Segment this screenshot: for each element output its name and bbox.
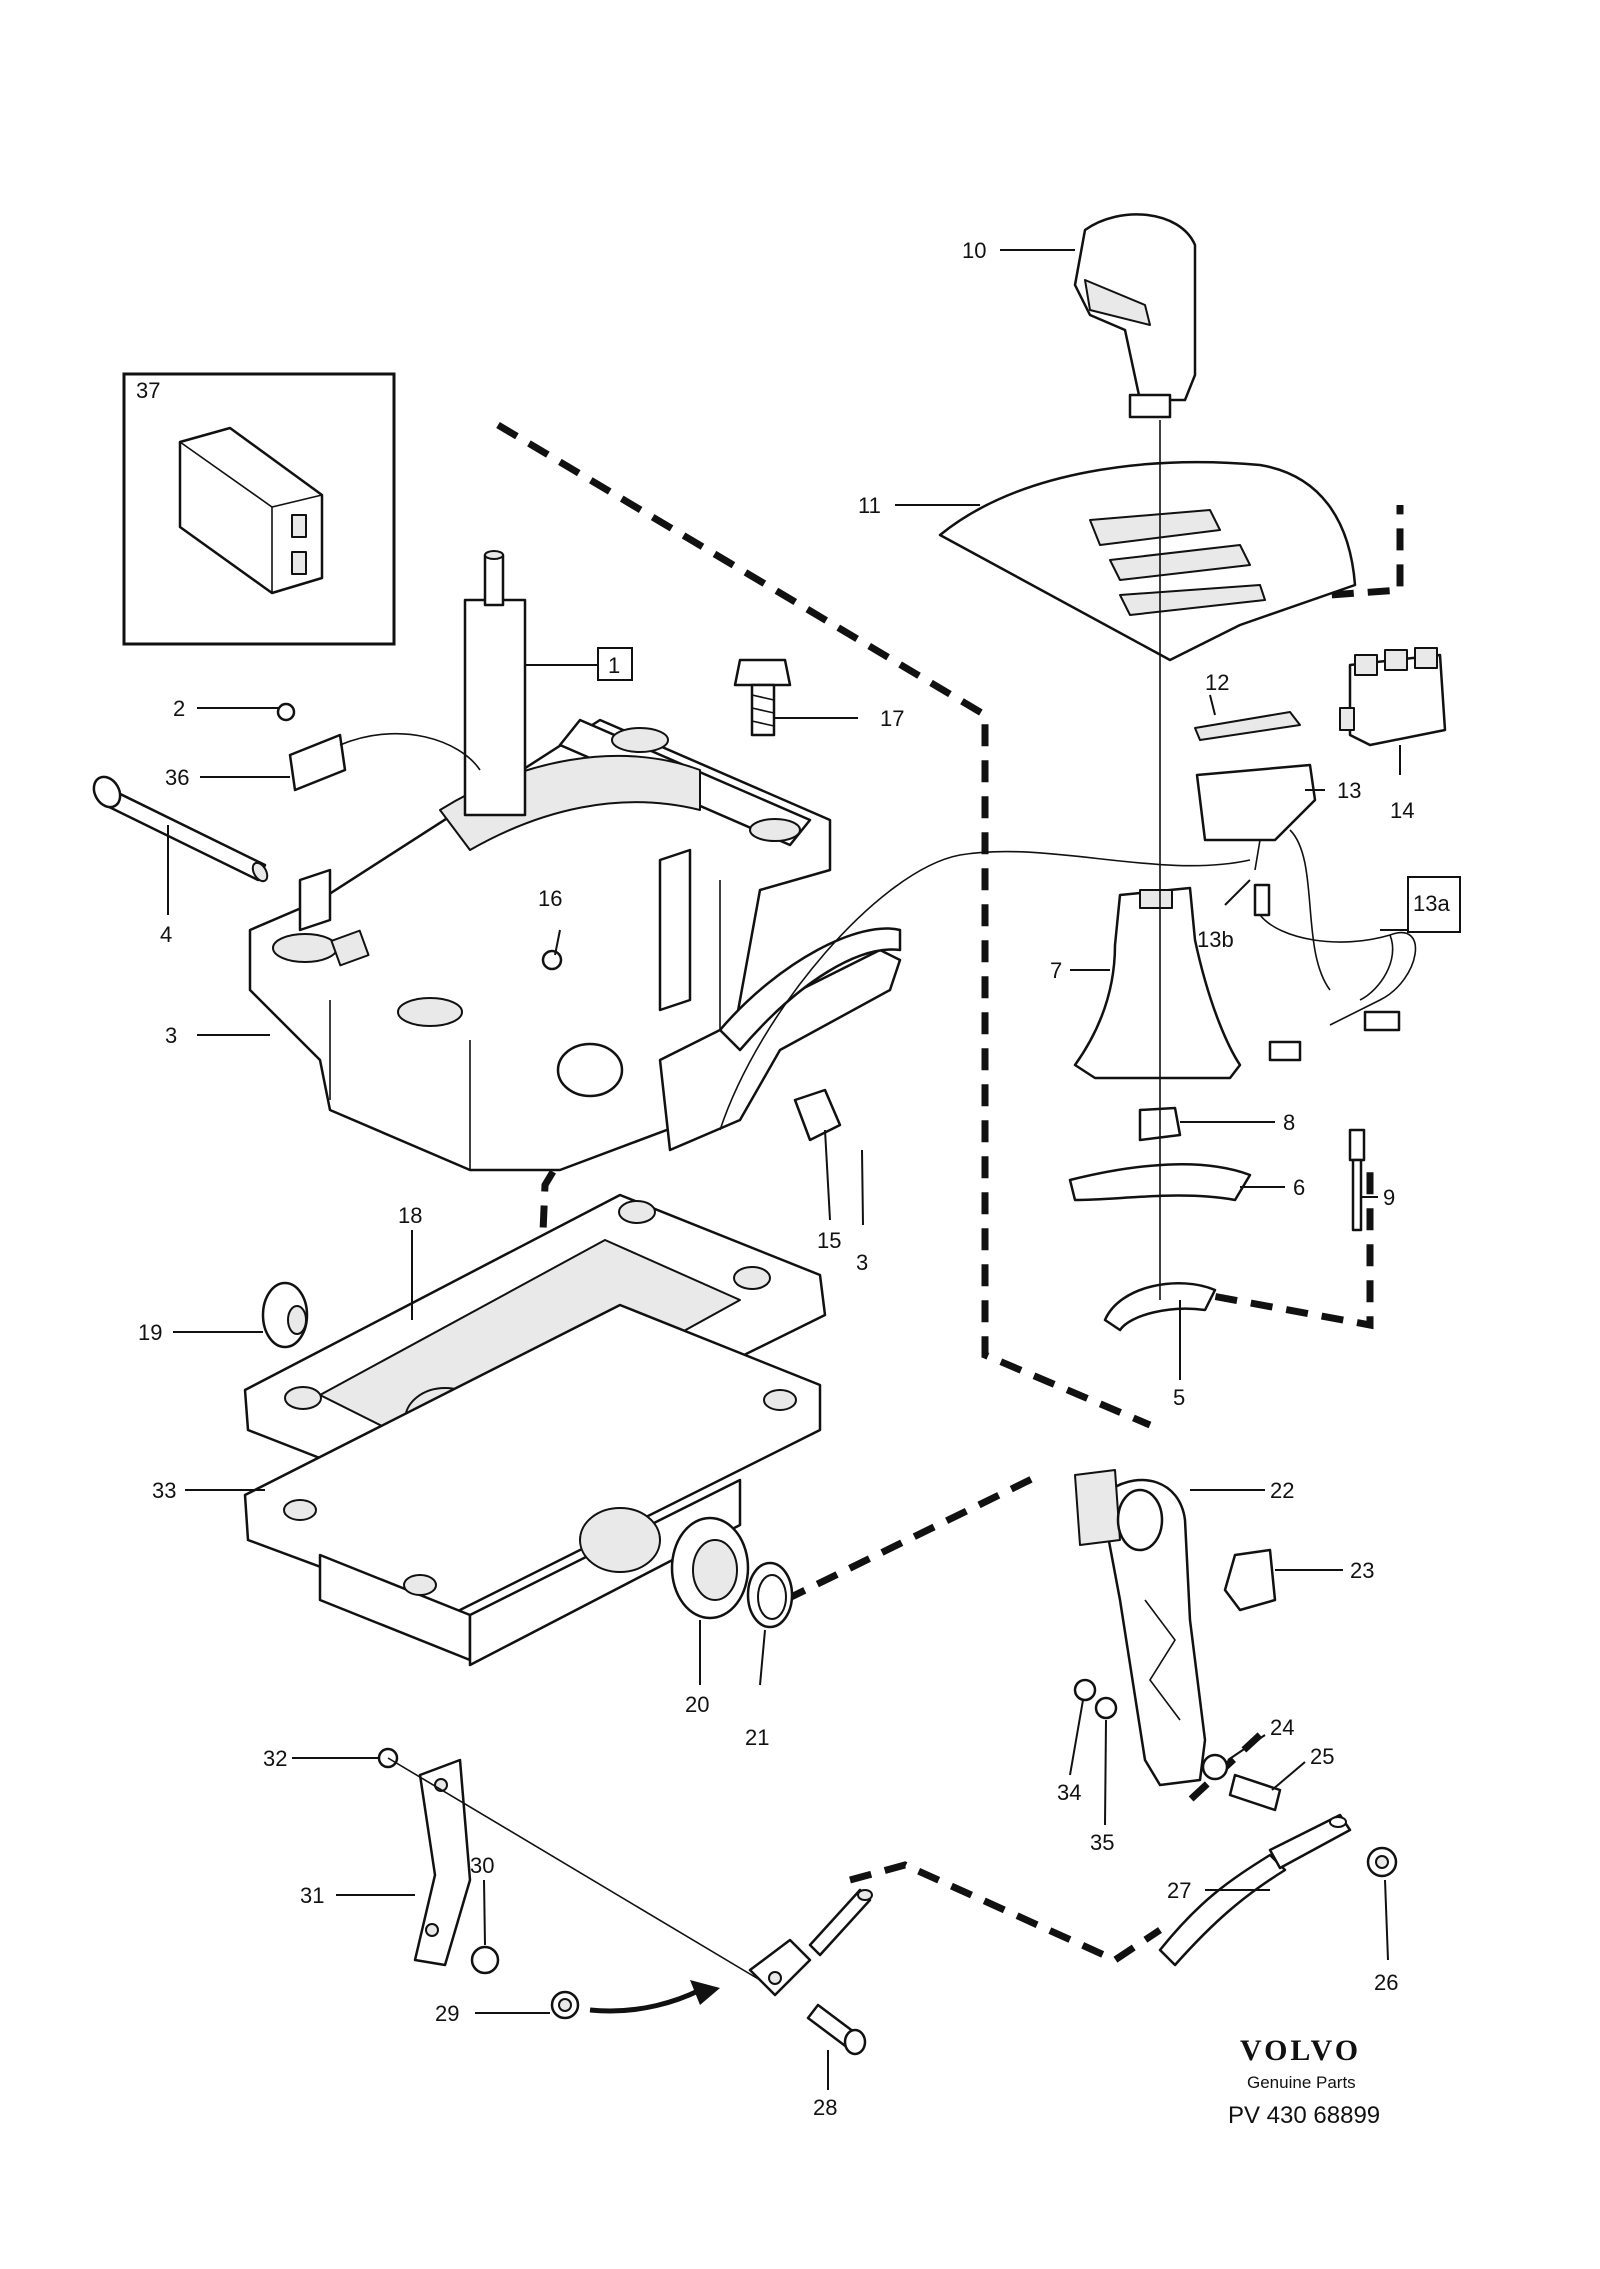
label-25: 25 xyxy=(1310,1744,1334,1769)
label-23: 23 xyxy=(1350,1558,1374,1583)
part-37-module-box xyxy=(122,372,396,646)
label-34: 34 xyxy=(1057,1780,1081,1805)
label-7: 7 xyxy=(1050,958,1062,983)
part-25-pin xyxy=(1228,1773,1282,1812)
part-20-ring xyxy=(670,1516,750,1620)
leader-lines xyxy=(167,249,1408,2090)
part-12-strip xyxy=(1194,711,1301,741)
brand-tagline: Genuine Parts xyxy=(1247,2073,1356,2092)
label-18: 18 xyxy=(398,1203,422,1228)
part-5-slider xyxy=(1103,1282,1217,1332)
assembly-arrowhead xyxy=(690,1980,720,2005)
part-30-nut xyxy=(470,1945,500,1975)
label-10: 10 xyxy=(962,238,986,263)
label-6: 6 xyxy=(1293,1175,1305,1200)
shifter-housing xyxy=(248,550,902,1172)
part-9-connector xyxy=(1348,1128,1366,1232)
label-8: 8 xyxy=(1283,1110,1295,1135)
diagram-reference: PV 430 68899 xyxy=(1228,2102,1380,2129)
label-13: 13 xyxy=(1337,778,1361,803)
part-13a-harness xyxy=(1253,883,1417,1062)
clevis-rod xyxy=(748,1888,873,1997)
label-20: 20 xyxy=(685,1692,709,1717)
label-30: 30 xyxy=(470,1853,494,1878)
label-13a-box xyxy=(1407,876,1461,933)
assembly-arrow xyxy=(589,1987,702,2014)
label-32: 32 xyxy=(263,1746,287,1771)
part-31-bracket xyxy=(413,1758,472,1967)
part-13-block xyxy=(1195,763,1331,991)
part-4-bolt xyxy=(92,775,269,883)
label-37: 37 xyxy=(136,378,160,403)
label-19: 19 xyxy=(138,1320,162,1345)
part-7-boot xyxy=(1073,886,1242,1080)
brand-block: VOLVO Genuine Parts PV 430 68899 xyxy=(1228,2034,1380,2129)
label-1: 1 xyxy=(608,653,620,678)
part-36-switch xyxy=(276,702,481,792)
part-21-ring xyxy=(746,1561,794,1629)
label-28: 28 xyxy=(813,2095,837,2120)
label-12: 12 xyxy=(1205,670,1229,695)
callout-labels: 10 11 1 2 17 36 4 3 16 12 13 14 13a 13b … xyxy=(136,238,1461,2120)
part-10-knob xyxy=(1073,213,1197,419)
label-26: 26 xyxy=(1374,1970,1398,1995)
label-11: 11 xyxy=(858,493,881,518)
label-2: 2 xyxy=(173,696,185,721)
label-15: 15 xyxy=(817,1228,841,1253)
part-33-base xyxy=(243,1303,822,1667)
dashed-linkage-lines xyxy=(496,421,1404,1964)
part-22-lever xyxy=(1074,1469,1207,1787)
label-21: 21 xyxy=(745,1725,769,1750)
label-24: 24 xyxy=(1270,1715,1294,1740)
label-13b: 13b xyxy=(1197,927,1234,952)
label-22: 22 xyxy=(1270,1478,1294,1503)
label-1-box xyxy=(597,647,633,681)
part-24-bushing xyxy=(1201,1753,1229,1781)
mount-line xyxy=(387,1757,761,1981)
harness-cable xyxy=(719,850,1251,1131)
part-23-clip xyxy=(1223,1548,1277,1612)
part-34-washer xyxy=(1073,1678,1097,1702)
part-35-washer xyxy=(1094,1696,1118,1720)
label-5: 5 xyxy=(1173,1385,1185,1410)
label-33: 33 xyxy=(152,1478,176,1503)
part-29-nut xyxy=(550,1990,580,2020)
label-35: 35 xyxy=(1090,1830,1114,1855)
label-13a: 13a xyxy=(1413,891,1450,916)
label-31: 31 xyxy=(300,1883,324,1908)
label-17: 17 xyxy=(880,706,904,731)
label-29: 29 xyxy=(435,2001,459,2026)
part-17-bolt xyxy=(733,658,792,737)
part-14-switch-panel xyxy=(1339,647,1447,747)
part-27-cable xyxy=(1158,1813,1352,1967)
label-27: 27 xyxy=(1167,1878,1191,1903)
label-16: 16 xyxy=(538,886,562,911)
volvo-logo: VOLVO xyxy=(1240,2034,1361,2067)
label-3a: 3 xyxy=(165,1023,177,1048)
label-14: 14 xyxy=(1390,798,1414,823)
part-28-pin xyxy=(806,2003,867,2056)
label-4: 4 xyxy=(160,922,172,947)
label-3b: 3 xyxy=(856,1250,868,1275)
label-9: 9 xyxy=(1383,1185,1395,1210)
part-19-grommet xyxy=(261,1281,309,1349)
label-36: 36 xyxy=(165,765,189,790)
part-11-cover xyxy=(938,460,1357,662)
